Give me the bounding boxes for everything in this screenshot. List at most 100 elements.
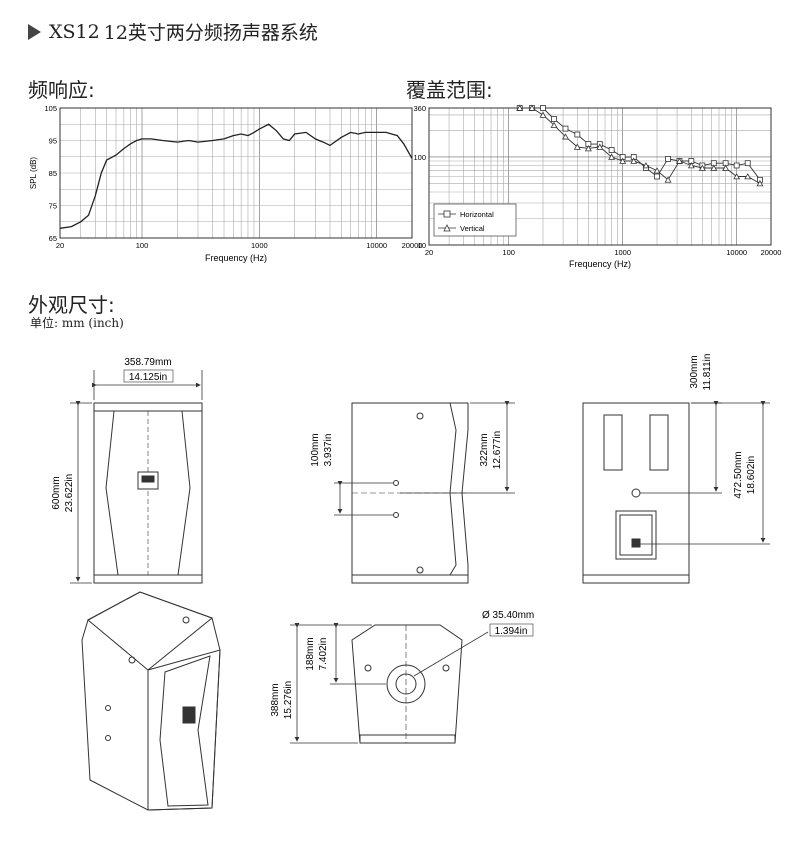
legend-square-marker-icon [443, 210, 451, 218]
cov-point-horizontal [665, 156, 671, 162]
cov-x-tick-label: 10000 [726, 248, 747, 257]
bottom-socket-in: 7.402in [318, 638, 329, 671]
cov-point-vertical [687, 162, 695, 169]
cov-series [516, 104, 764, 187]
bottom-hole-in: 1.394in [495, 626, 528, 637]
fr-grid [59, 107, 413, 239]
cov-point-horizontal [744, 160, 751, 167]
fr-y-tick-label: 105 [44, 104, 57, 113]
bottom-hole-in-box [489, 623, 534, 637]
cov-plot-frame [428, 107, 772, 246]
back-input-plate [615, 510, 657, 560]
cov-point-vertical [608, 153, 616, 160]
cov-point-vertical [619, 157, 627, 164]
cov-y-tick-label: 100 [413, 153, 426, 162]
front-width-in: 14.125in [129, 372, 167, 383]
cov-point-vertical [664, 176, 672, 183]
back-top-in: 11.811in [702, 354, 713, 391]
side-rigging-point [416, 566, 424, 574]
legend-triangle-marker-icon [443, 224, 451, 232]
cov-legend: Horizontal Vertical [433, 203, 517, 237]
fr-series-line [59, 123, 413, 229]
fr-y-tick-label: 95 [49, 137, 57, 146]
bottom-rigging-point [442, 664, 450, 672]
cov-point-vertical [744, 173, 752, 180]
front-width-in-box [123, 369, 174, 383]
cov-y-ticks: 10 100 360 [413, 104, 426, 250]
perspective-rigging-point [128, 656, 136, 664]
side-hole-mm: 100mm [310, 433, 321, 466]
front-grille-bevel [105, 410, 191, 576]
bottom-rigging-point [364, 664, 372, 672]
cov-point-vertical [722, 164, 730, 171]
cov-point-vertical [539, 111, 547, 118]
back-plate-in: 18.602in [746, 456, 757, 494]
cov-point-vertical [584, 145, 592, 152]
perspective-mount-hole [105, 735, 111, 741]
back-plate-mm: 472.50mm [733, 451, 744, 498]
cov-point-vertical [528, 104, 536, 111]
bottom-view [351, 624, 463, 744]
cov-x-tick-label: 1000 [614, 248, 631, 257]
cov-series-line-horizontal [519, 107, 761, 181]
cov-y-tick-label: 360 [413, 104, 426, 113]
side-top-in: 12.677in [492, 431, 503, 469]
fr-x-axis-label: Frequency (Hz) [205, 253, 267, 263]
cov-x-tick-label: 20 [425, 248, 433, 257]
page-title: XS12 12英寸两分频扬声器系统 [28, 18, 318, 45]
cov-point-horizontal [733, 162, 740, 169]
cov-point-horizontal [574, 131, 581, 138]
front-bottom-edge [93, 574, 203, 584]
cov-point-vertical [733, 173, 741, 180]
cov-point-horizontal [654, 173, 660, 180]
back-bottom-edge [582, 574, 690, 584]
front-width-dimension [92, 370, 203, 400]
back-handle-left [603, 414, 623, 471]
cov-point-vertical [756, 180, 764, 187]
perspective-top [87, 591, 214, 671]
cov-x-tick-label: 20000 [761, 248, 782, 257]
cov-point-vertical [516, 104, 524, 111]
side-top-dimension [400, 401, 515, 494]
side-top-mm: 322mm [479, 433, 490, 466]
perspective-grille [159, 655, 211, 807]
model-description: 12英寸两分频扬声器系统 [103, 22, 318, 44]
speakon-connector-icon [631, 538, 641, 548]
front-height-mm: 600mm [51, 476, 62, 509]
cov-point-vertical [596, 143, 604, 150]
back-rigging-point [631, 488, 641, 498]
unit-note: 单位: mm (inch) [30, 316, 124, 330]
fr-x-tick-label: 1000 [251, 241, 268, 250]
bottom-depth-in: 15.276in [283, 681, 294, 719]
dimensions-heading: 外观尺寸: [28, 293, 115, 317]
back-top-mm: 300mm [689, 355, 700, 388]
cov-point-vertical [630, 157, 638, 164]
model-name: XS12 [49, 20, 100, 43]
cov-x-tick-label: 100 [502, 248, 515, 257]
cov-point-vertical [573, 143, 581, 150]
cov-point-vertical [642, 162, 650, 169]
cov-point-horizontal [540, 105, 546, 111]
cov-point-vertical [550, 121, 558, 128]
fr-x-tick-label: 100 [136, 241, 149, 250]
cov-point-vertical [698, 164, 706, 171]
side-mount-hole [393, 512, 399, 518]
bottom-depth-dimension [290, 623, 386, 744]
fr-x-tick-label: 10000 [366, 241, 387, 250]
front-top-edge [93, 402, 203, 412]
fr-y-tick-label: 75 [49, 202, 57, 211]
bottom-socket-mm: 188mm [305, 637, 316, 670]
side-bevel [449, 402, 457, 576]
legend-vertical-label: Vertical [460, 224, 485, 233]
cov-point-vertical [653, 167, 661, 174]
side-rigging-point [416, 412, 424, 420]
fr-y-tick-label: 65 [49, 234, 57, 243]
fr-x-tick-label: 20000 [402, 241, 423, 250]
bottom-hole-dimension [413, 631, 489, 677]
perspective-outline [81, 591, 221, 811]
frequency-response-heading: 频响应: [28, 78, 95, 102]
front-width-mm: 358.79mm [124, 357, 171, 368]
cov-y-tick-label: 10 [418, 241, 426, 250]
